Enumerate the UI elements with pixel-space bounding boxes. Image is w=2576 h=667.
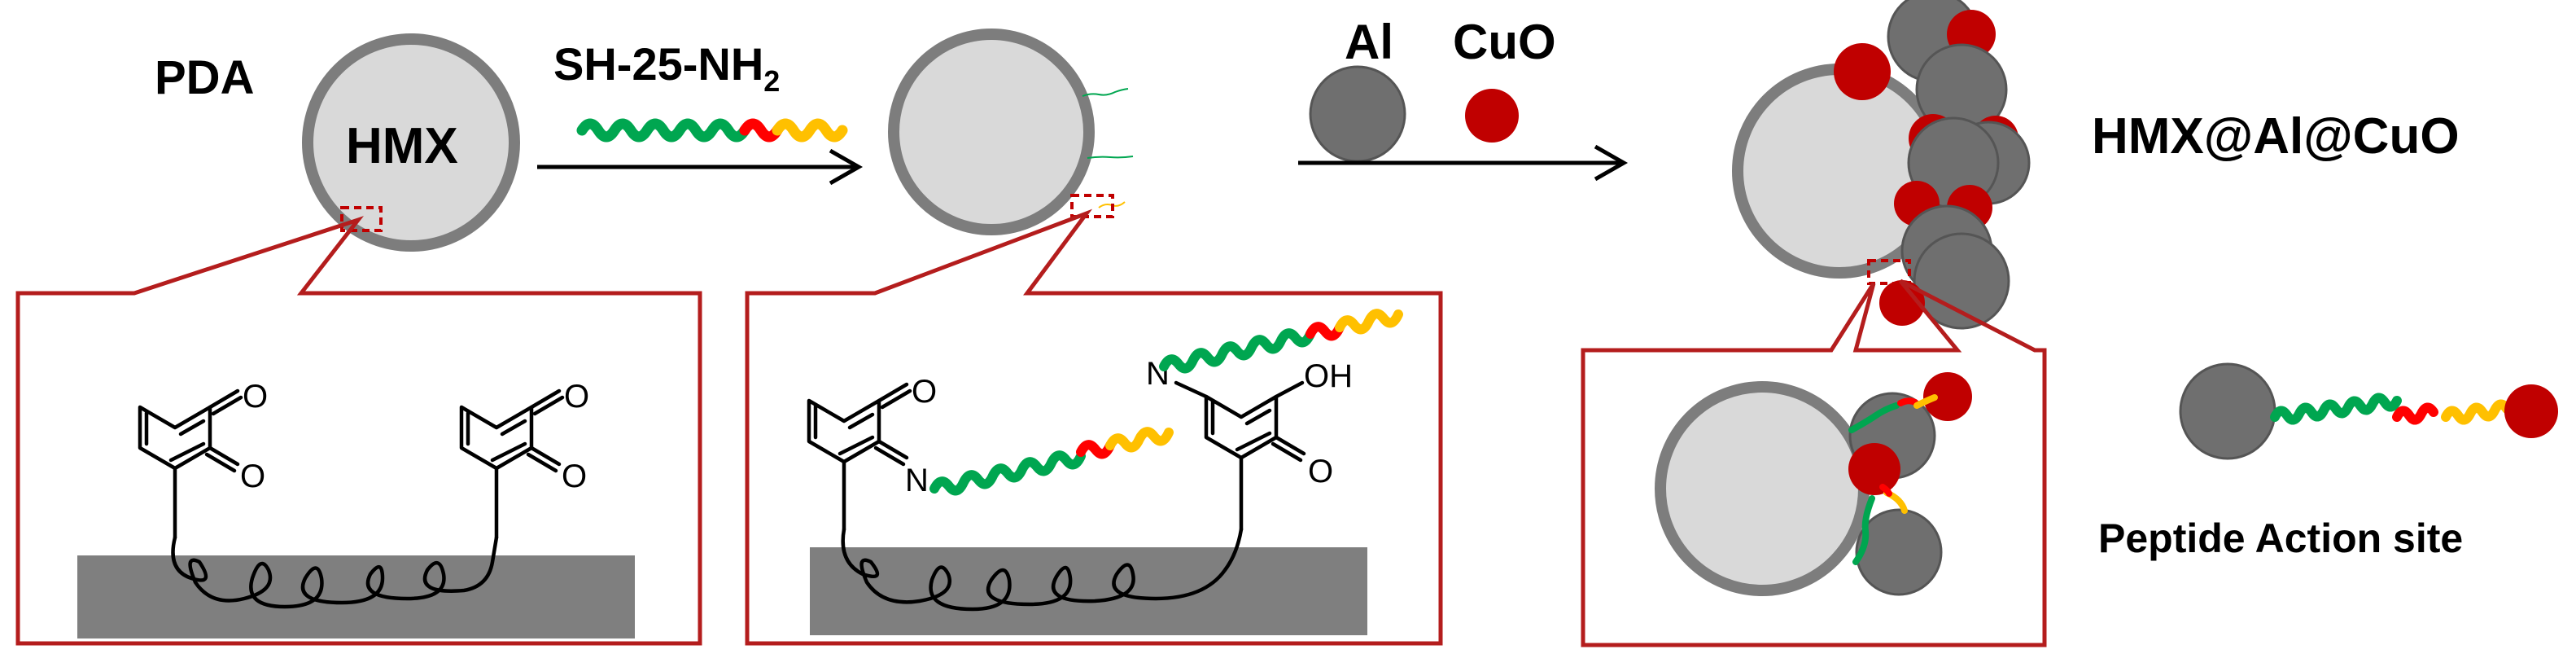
pda-chain-2 xyxy=(841,527,1244,612)
zoom-marker-3 xyxy=(1867,259,1911,285)
zoom-callout-2 xyxy=(745,208,1443,646)
oxygen-label: O xyxy=(562,459,587,494)
quinone-molecule-2: O O xyxy=(459,379,589,540)
pda-substrate-2 xyxy=(810,547,1367,635)
al-particle-icon xyxy=(1309,65,1406,163)
peptide-chain-icon xyxy=(576,118,848,143)
peptide-chain-1 xyxy=(929,427,1174,496)
zoom-marker-2 xyxy=(1070,194,1114,218)
pda-label: PDA xyxy=(155,51,254,104)
oxygen-label: O xyxy=(1308,454,1333,489)
legend-label: Peptide Action site xyxy=(2098,516,2463,561)
quinone-imine-molecule-1: O N xyxy=(807,374,937,532)
nitrogen-label: N xyxy=(905,463,929,498)
zoom-callout-1 xyxy=(15,216,702,646)
hmx-al-cuo-particle xyxy=(1732,0,2031,330)
peptide-chain-2 xyxy=(1159,309,1403,374)
oxygen-label: O xyxy=(240,459,265,494)
reaction-arrow-2 xyxy=(1298,144,1629,182)
zoom-marker-1 xyxy=(340,206,383,232)
quinone-imine-molecule-2: N OH O xyxy=(1146,356,1353,532)
product-label: HMX@Al@CuO xyxy=(2092,108,2460,165)
oxygen-label: O xyxy=(564,379,589,415)
pda-hmx-particle xyxy=(302,33,520,252)
oxygen-label: O xyxy=(912,374,937,410)
zoom-callout-3 xyxy=(1581,279,2047,647)
al-label: Al xyxy=(1345,15,1393,69)
pda-substrate-1 xyxy=(77,555,635,638)
quinone-molecule-1: O O xyxy=(138,379,499,609)
peptide-action-site-icon xyxy=(2179,362,2558,460)
peptide-hmx-particle xyxy=(888,29,1134,235)
hydroxyl-label: OH xyxy=(1304,358,1353,394)
reaction-arrow-1 xyxy=(537,148,864,186)
oxygen-label: O xyxy=(243,379,268,415)
cuo-particle-icon xyxy=(1465,89,1519,143)
peptide-label: SH-25-NH2 xyxy=(553,38,780,98)
zoomed-assembly xyxy=(1655,372,1972,596)
cuo-label: CuO xyxy=(1453,15,1556,69)
hmx-label: HMX xyxy=(346,118,458,174)
